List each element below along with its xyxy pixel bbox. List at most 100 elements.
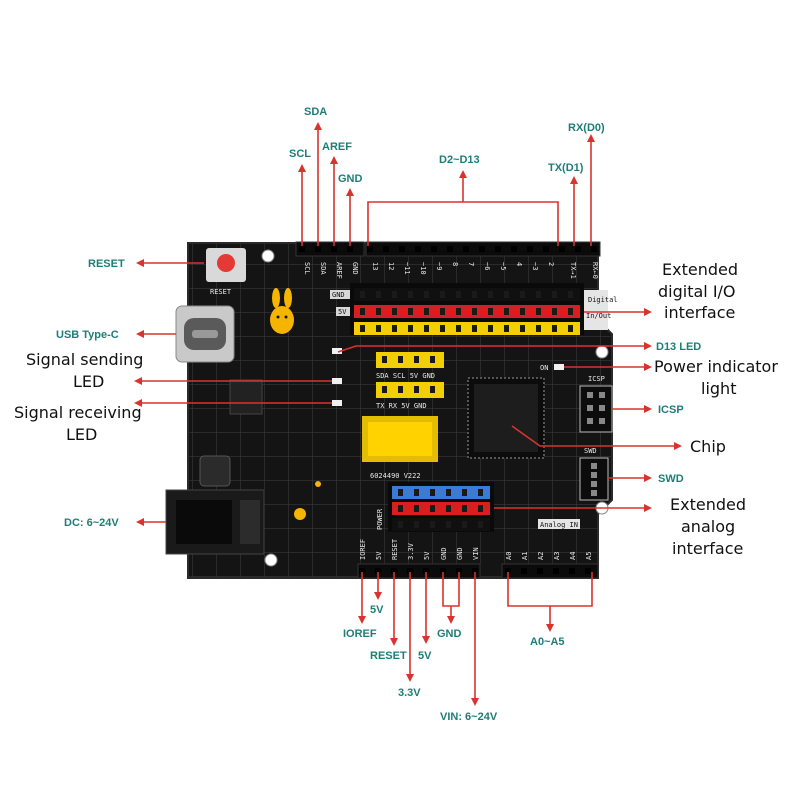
- header-socket: [463, 246, 469, 252]
- bottom-pin-label: GND: [440, 547, 448, 560]
- header-pin: [552, 291, 557, 298]
- header-socket: [299, 246, 305, 252]
- mounting-hole: [264, 553, 278, 567]
- reset-button: RESET: [206, 248, 246, 296]
- header-socket: [479, 246, 485, 252]
- header-pin: [472, 291, 477, 298]
- header-pin: [392, 291, 397, 298]
- mascot-logo: [270, 288, 294, 334]
- svg-text:ICSP: ICSP: [588, 375, 605, 383]
- header-pin: [462, 521, 467, 528]
- header-pin: [520, 291, 525, 298]
- label-signal-receiving: Signal receiving: [14, 403, 142, 422]
- label-5v-a: 5V: [370, 604, 384, 616]
- header-socket: [431, 246, 437, 252]
- header-socket: [472, 568, 478, 574]
- header-pin: [591, 463, 597, 469]
- label-aref: AREF: [322, 141, 352, 153]
- header-socket: [315, 246, 321, 252]
- header-pin: [408, 308, 413, 315]
- header-pin: [424, 291, 429, 298]
- header-socket: [575, 246, 581, 252]
- label-d13-led: D13 LED: [656, 341, 701, 353]
- header-pin: [446, 489, 451, 496]
- header-pin: [456, 325, 461, 332]
- header-pin: [414, 489, 419, 496]
- header-pin: [440, 325, 445, 332]
- extended-analog-header: POWER Analog IN: [376, 482, 580, 532]
- top-pin-label: ~9: [435, 262, 443, 270]
- header-pin: [414, 505, 419, 512]
- label-ioref: IOREF: [343, 628, 377, 640]
- label-sda: SDA: [304, 106, 327, 118]
- header-pin: [382, 356, 387, 363]
- label-ext-digital-1: Extended: [662, 260, 738, 279]
- header-pin: [430, 489, 435, 496]
- header-pin: [488, 291, 493, 298]
- svg-text:POWER: POWER: [376, 508, 384, 530]
- header-pin: [488, 325, 493, 332]
- dc-jack: [165, 489, 265, 555]
- header-socket: [591, 246, 597, 252]
- bottom-pin-label: A1: [521, 552, 529, 560]
- header-socket: [511, 246, 517, 252]
- header-socket: [347, 246, 353, 252]
- label-gnd-bottom: GND: [437, 628, 462, 640]
- label-swd: SWD: [658, 473, 684, 485]
- header-pin: [599, 418, 605, 424]
- label-3v3: 3.3V: [398, 687, 421, 699]
- header-socket: [521, 568, 527, 574]
- header-pin: [478, 521, 483, 528]
- header-pin: [430, 386, 435, 393]
- inductor: [199, 455, 231, 487]
- header-pin: [520, 308, 525, 315]
- label-usb-type-c: USB Type-C: [56, 329, 119, 341]
- bottom-pin-label: A2: [537, 552, 545, 560]
- svg-text:5V: 5V: [338, 308, 347, 316]
- header-socket: [495, 246, 501, 252]
- header-socket: [559, 246, 565, 252]
- extended-digital-header: GND 5V Digital In/Out: [330, 283, 618, 335]
- label-ext-digital-2: digital I/O: [658, 282, 736, 301]
- header-pin: [478, 505, 483, 512]
- header-pin: [568, 291, 573, 298]
- label-scl: SCL: [289, 148, 311, 160]
- label-d2-d13: D2~D13: [439, 154, 480, 166]
- bottom-pin-label: 5V: [423, 551, 431, 560]
- header-pin: [430, 521, 435, 528]
- header-pin: [472, 308, 477, 315]
- svg-text:In/Out: In/Out: [586, 312, 611, 320]
- bottom-pin-label: RESET: [391, 538, 399, 560]
- header-pin: [587, 392, 593, 398]
- label-reset-left: RESET: [88, 258, 125, 270]
- label-signal-sending: Signal sending: [26, 350, 143, 369]
- i2c-header: SDA SCL 5V GND: [376, 352, 444, 380]
- header-pin: [462, 505, 467, 512]
- header-pin: [424, 308, 429, 315]
- header-pin: [398, 386, 403, 393]
- top-pin-label: ~5: [499, 262, 507, 270]
- top-pin-label: AREF: [335, 262, 343, 279]
- model-number: 6024490 V222: [370, 472, 421, 480]
- bottom-pin-label: IOREF: [359, 539, 367, 560]
- header-pin: [446, 505, 451, 512]
- header-socket: [423, 568, 429, 574]
- svg-text:TX RX 5V GND: TX RX 5V GND: [376, 402, 427, 410]
- header-pin: [504, 308, 509, 315]
- header-pin: [430, 505, 435, 512]
- callout-labels: SDA SCL AREF GND D2~D13 RX(D0) TX(D1) RE…: [14, 106, 778, 723]
- label-signal-receiving-2: LED: [66, 425, 97, 444]
- header-pin: [587, 405, 593, 411]
- tx-led: [332, 378, 342, 384]
- header-pin: [360, 291, 365, 298]
- header-pin: [478, 489, 483, 496]
- header-pin: [456, 308, 461, 315]
- label-rx-d0: RX(D0): [568, 122, 605, 134]
- svg-text:RESET: RESET: [210, 288, 232, 296]
- icsp-header: ICSP: [579, 375, 613, 433]
- header-pin: [414, 521, 419, 528]
- bottom-pin-label: A4: [569, 552, 577, 560]
- header-pin: [456, 291, 461, 298]
- label-vin: VIN: 6~24V: [440, 711, 498, 723]
